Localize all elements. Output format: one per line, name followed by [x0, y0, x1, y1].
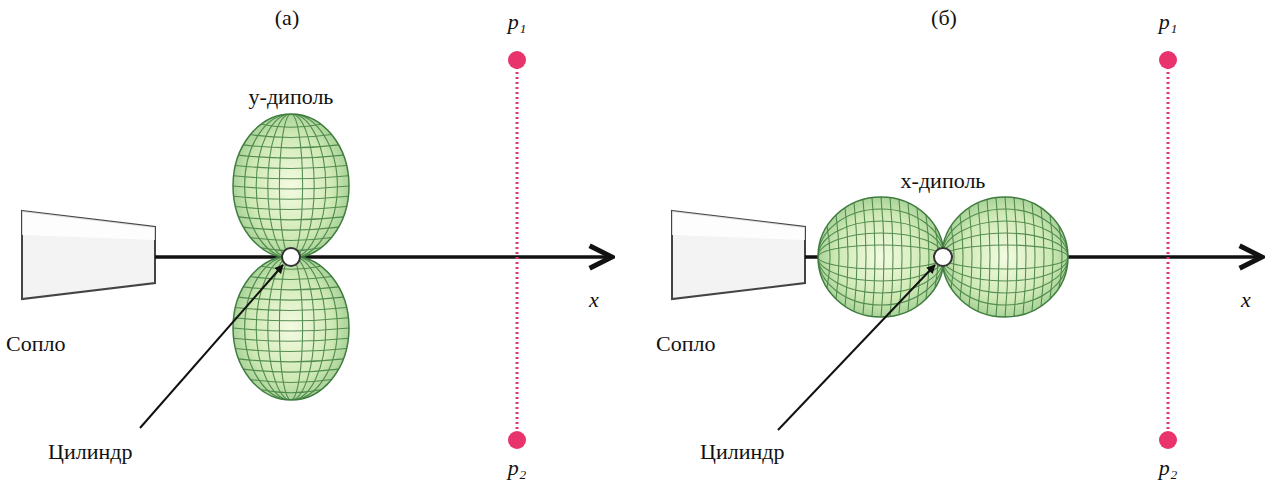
probe-label: p₂	[508, 456, 527, 480]
part-name: Цилиндр	[700, 440, 784, 464]
panel-label: (б)	[931, 6, 957, 30]
probe-dot	[1159, 431, 1177, 449]
axis-label: x	[1241, 288, 1251, 312]
dipole-label: x-диполь	[901, 169, 986, 193]
nozzle	[22, 211, 155, 299]
cylinder	[934, 248, 952, 266]
leader-line	[140, 265, 283, 428]
part-name: Сопло	[6, 332, 65, 356]
x-axis	[155, 255, 612, 259]
probe-dot	[508, 51, 526, 69]
lobe	[942, 197, 1068, 317]
panel-b	[672, 51, 1262, 449]
dipole-lobes	[233, 114, 349, 400]
lobe	[233, 114, 349, 258]
leader-line	[778, 265, 935, 430]
dipole-label: y-диполь	[249, 85, 334, 109]
panel-a	[22, 51, 612, 449]
probe-label: p₁	[1159, 10, 1178, 34]
probe-dot	[508, 431, 526, 449]
axis-label: x	[589, 288, 599, 312]
part-name: Цилиндр	[48, 440, 132, 464]
cylinder	[282, 248, 300, 266]
panel-label: (а)	[275, 6, 299, 30]
probe-line	[516, 62, 519, 438]
part-name: Сопло	[656, 332, 715, 356]
probe-line	[1167, 62, 1170, 438]
probe-label: p₂	[1159, 456, 1178, 480]
probe-label: p₁	[508, 10, 527, 34]
nozzle	[672, 211, 805, 299]
dipole-lobes	[818, 197, 1068, 317]
lobe	[818, 197, 944, 317]
probe-dot	[1159, 51, 1177, 69]
lobe	[233, 256, 349, 400]
